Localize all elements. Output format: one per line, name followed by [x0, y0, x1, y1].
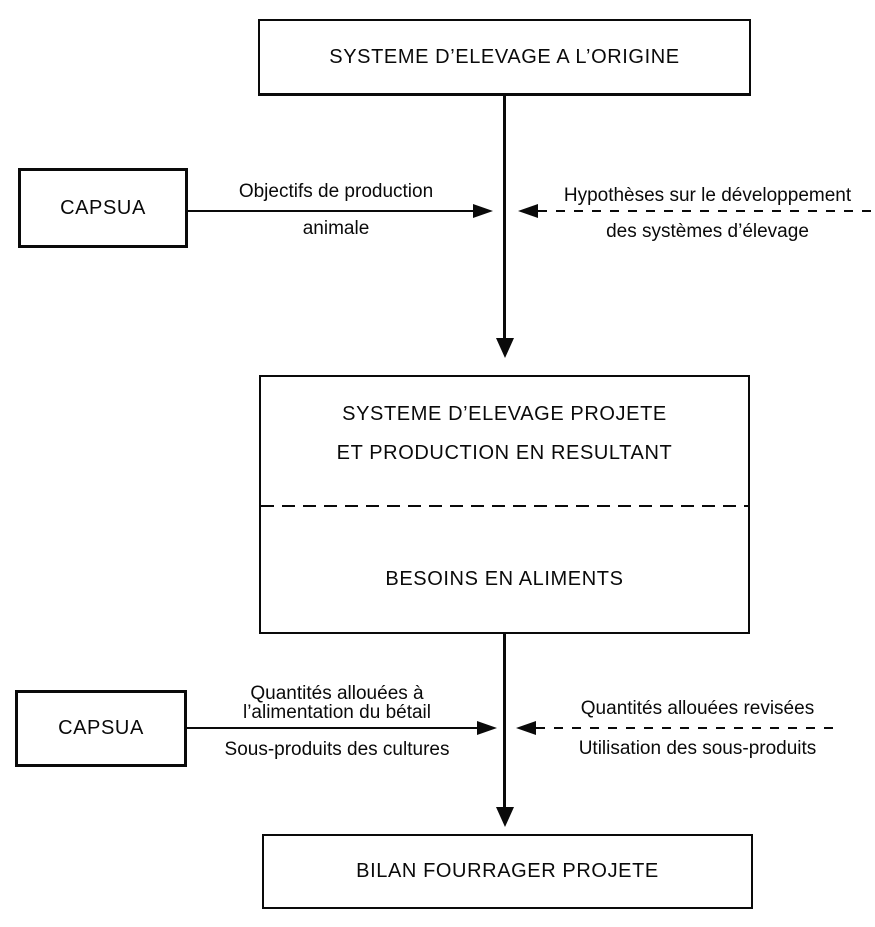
hypotheses-arrow-label: Hypothèses sur le développement des syst… [540, 186, 875, 241]
besoins-aliments-label: BESOINS EN ALIMENTS [385, 568, 624, 590]
quantites-arrow-line [187, 727, 478, 729]
quantites-label-line3: Sous-produits des cultures [224, 739, 450, 760]
projected-title-line2: ET PRODUCTION EN RESULTANT [336, 442, 673, 464]
quantites-label-line1: Quantités allouées à [250, 683, 424, 704]
forage-balance-box: BILAN FOURRAGER PROJETE [262, 834, 753, 909]
origin-system-box: SYSTEME D’ELEVAGE A L’ORIGINE [258, 19, 751, 96]
arrow-left-icon [516, 721, 536, 735]
capsua-top-box: CAPSUA [18, 168, 188, 248]
objectifs-label-line2: animale [302, 218, 370, 239]
forage-balance-title: BILAN FOURRAGER PROJETE [356, 860, 659, 882]
quantites-arrow-label: Quantités allouées à l’alimentation du b… [192, 684, 482, 759]
revisees-label-line1: Quantités allouées revisées [580, 698, 815, 719]
arrow-down-icon [496, 807, 514, 827]
down-arrow-2-line [503, 634, 506, 807]
objectifs-label-line1: Objectifs de production [238, 181, 434, 202]
hypotheses-dashed-line [538, 210, 875, 212]
revisees-label-line2: Utilisation des sous-produits [578, 738, 817, 759]
projected-title-line1: SYSTEME D’ELEVAGE PROJETE [342, 403, 667, 425]
arrow-right-icon [473, 204, 493, 218]
hypotheses-label-line1: Hypothèses sur le développement [563, 185, 852, 206]
objectifs-arrow-line [188, 210, 475, 212]
capsua-top-label: CAPSUA [60, 196, 146, 219]
revisees-dashed-line [536, 727, 833, 729]
dashed-divider [261, 505, 748, 507]
objectifs-arrow-label: Objectifs de production animale [193, 182, 479, 238]
capsua-bottom-box: CAPSUA [15, 690, 187, 767]
capsua-bottom-label: CAPSUA [58, 717, 144, 739]
revisees-arrow-label: Quantités allouées revisées Utilisation … [545, 699, 850, 758]
arrow-down-icon [496, 338, 514, 358]
arrow-left-icon [518, 204, 538, 218]
origin-system-title: SYSTEME D’ELEVAGE A L’ORIGINE [329, 45, 680, 68]
hypotheses-label-line2: des systèmes d’élevage [606, 221, 809, 242]
quantites-label-line2: l’alimentation du bétail [242, 702, 431, 723]
projected-system-box: SYSTEME D’ELEVAGE PROJETE ET PRODUCTION … [259, 375, 750, 634]
down-arrow-1-line [503, 96, 506, 339]
arrow-right-icon [477, 721, 497, 735]
